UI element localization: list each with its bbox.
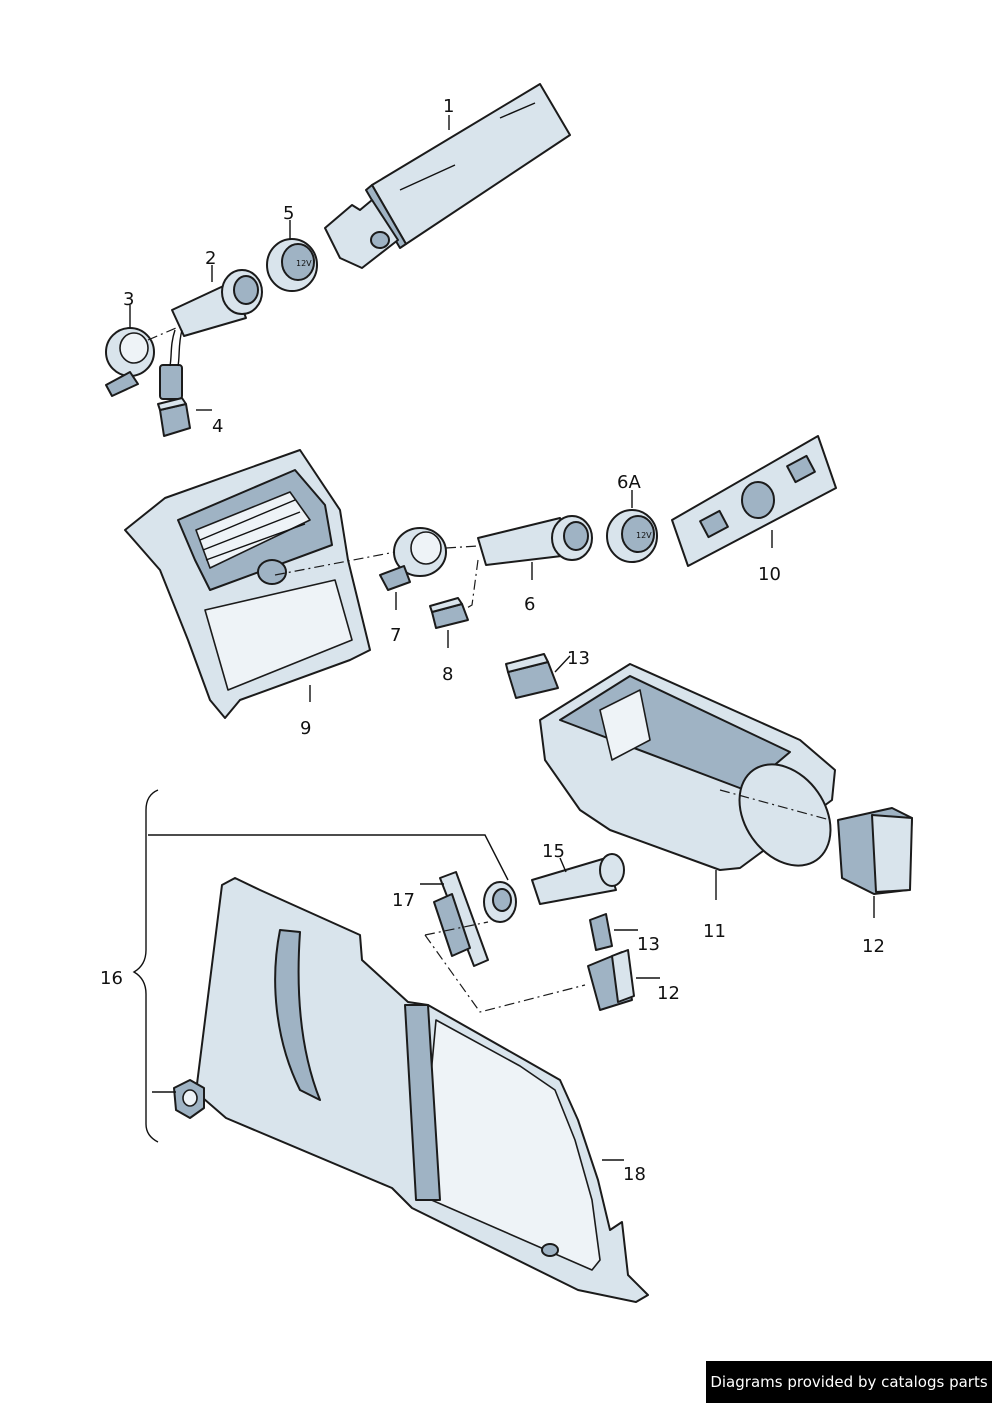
footer-credit: Diagrams provided by catalogs parts	[706, 1361, 992, 1403]
part-3-ring	[105, 327, 155, 397]
callout-2: 2	[205, 248, 216, 269]
part-2-socket	[159, 269, 263, 400]
callout-9: 9	[300, 718, 311, 739]
part-1-panel	[324, 83, 571, 269]
part-9-housing	[124, 449, 371, 719]
part-8-connector	[429, 597, 469, 629]
callout-3: 3	[123, 289, 134, 310]
callout-6: 6	[524, 594, 535, 615]
callout-16: 16	[100, 968, 123, 989]
part-13-connector-lower	[589, 913, 613, 951]
cap-label-6A: 12V	[636, 531, 652, 540]
callout-1: 1	[443, 96, 454, 117]
part-12-insert-lower	[587, 949, 635, 1011]
callout-13-upper: 13	[567, 648, 590, 669]
callout-11: 11	[703, 921, 726, 942]
callout-7: 7	[390, 625, 401, 646]
part-17-bracket	[433, 871, 517, 967]
callout-10: 10	[758, 564, 781, 585]
part-6-socket	[477, 515, 593, 566]
callout-17: 17	[392, 890, 415, 911]
group-16-bracket	[132, 789, 509, 1143]
callout-13-lower: 13	[637, 934, 660, 955]
callout-12-lower: 12	[657, 983, 680, 1004]
callout-15: 15	[542, 841, 565, 862]
callout-4: 4	[212, 416, 223, 437]
part-7-ring	[379, 527, 447, 591]
callout-18: 18	[623, 1164, 646, 1185]
part-6A-cap: 12V	[606, 509, 658, 563]
part-4-connector	[157, 397, 191, 437]
callout-6A: 6A	[617, 472, 641, 493]
callout-5: 5	[283, 203, 294, 224]
part-5-cap: 12V	[266, 238, 318, 292]
part-13-connector-upper	[505, 653, 559, 699]
part-15-socket	[531, 853, 625, 905]
part-18-trim-panel	[195, 877, 649, 1303]
callout-12-right: 12	[862, 936, 885, 957]
callout-8: 8	[442, 664, 453, 685]
part-16-nut	[173, 1079, 205, 1119]
cap-label-5: 12V	[296, 259, 312, 268]
part-12-insert-right	[837, 807, 913, 895]
part-10-panel	[671, 435, 837, 567]
part-11-box	[539, 663, 836, 871]
